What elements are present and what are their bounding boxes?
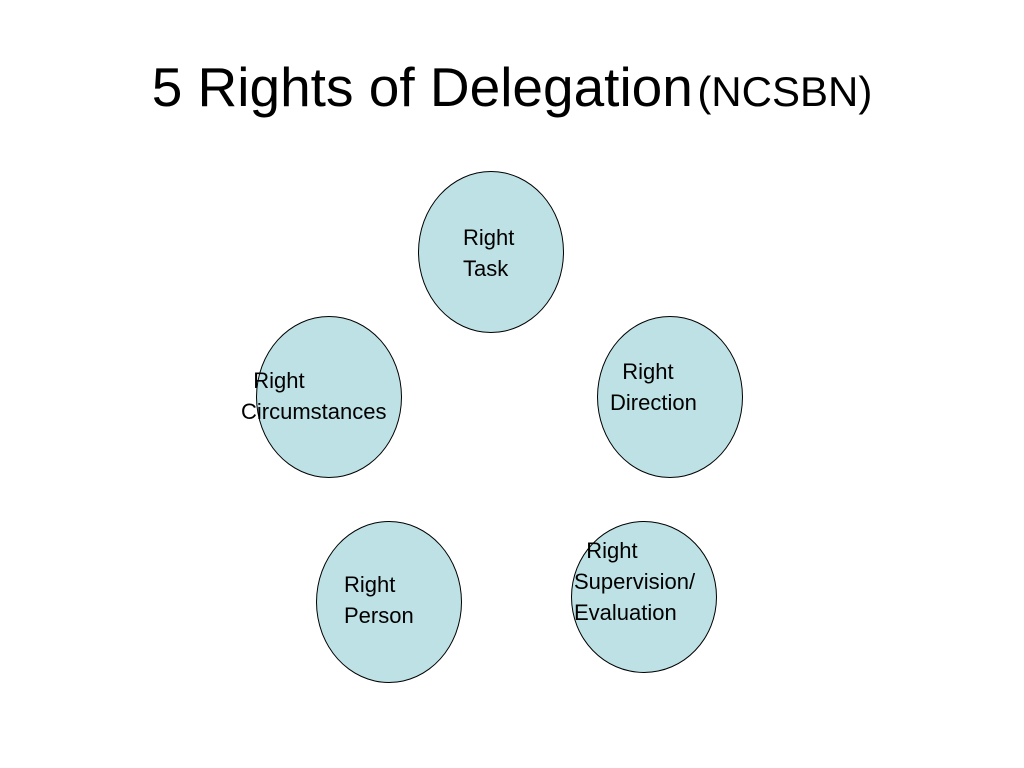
node-right-supervision-evaluation xyxy=(571,521,717,673)
node-label-right-circumstances: Right Circumstances xyxy=(241,368,387,424)
node-right-circumstances xyxy=(256,316,402,478)
slide-title-suffix: (NCSBN) xyxy=(697,68,873,115)
node-right-direction xyxy=(597,316,743,478)
slide-title: 5 Rights of Delegation (NCSBN) xyxy=(0,60,1024,115)
node-label-right-person: Right Person xyxy=(344,572,414,628)
node-right-person xyxy=(316,521,462,683)
node-right-task xyxy=(418,171,564,333)
node-label-right-direction: Right Direction xyxy=(610,359,697,415)
slide-title-main: 5 Rights of Delegation xyxy=(151,56,693,118)
node-label-right-task: Right Task xyxy=(463,225,515,281)
node-label-right-supervision-evaluation: Right Supervision/ Evaluation xyxy=(574,538,696,625)
